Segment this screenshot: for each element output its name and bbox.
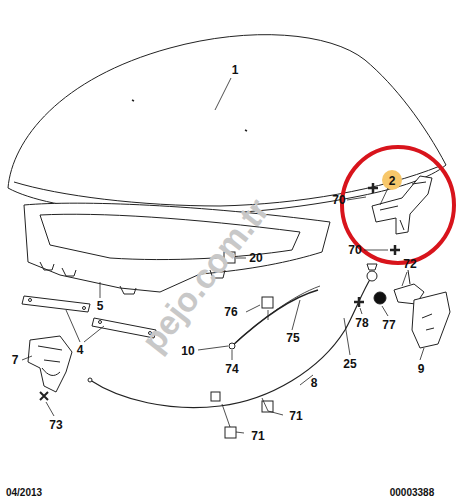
reference-number: 00003388	[390, 488, 435, 498]
screw-73	[40, 392, 48, 400]
bracket-4a	[22, 296, 90, 312]
callout-number: 72	[403, 258, 416, 270]
callout-number: 74	[225, 363, 238, 375]
callout-number: 76	[224, 306, 237, 318]
screw-70	[368, 183, 400, 255]
callout-number: 70	[332, 194, 345, 206]
grommet-77	[374, 292, 386, 304]
hood-liner	[24, 203, 330, 292]
bracket-9	[412, 292, 450, 348]
callout-number: 8	[311, 377, 318, 389]
hood-latch	[28, 336, 72, 392]
hood-hinge	[372, 176, 432, 234]
callout-number: 75	[286, 332, 299, 344]
callout-number: 78	[355, 317, 368, 329]
prop-rod	[232, 290, 318, 346]
hood	[8, 35, 446, 215]
callout-number: 25	[343, 358, 356, 370]
release-cable	[90, 276, 372, 408]
date-code: 04/2013	[6, 488, 42, 498]
highlight-ring	[342, 147, 454, 263]
callout-number: 2	[389, 175, 396, 187]
callout-number: 4	[77, 344, 84, 356]
hood-detail	[132, 100, 247, 131]
callout-number: 71	[251, 430, 264, 442]
callout-number: 20	[249, 252, 262, 264]
callout-number: 71	[289, 410, 302, 422]
hood-edge	[14, 166, 440, 206]
callout-number: 5	[97, 300, 104, 312]
callout-number: 73	[49, 419, 62, 431]
callout-number: 9	[418, 363, 425, 375]
leader-lines	[22, 78, 424, 433]
callout-number: 10	[181, 345, 194, 357]
callout-number: 77	[382, 319, 395, 331]
callout-number: 1	[232, 64, 239, 76]
callout-number: 7	[12, 354, 19, 366]
highlight-dot	[382, 170, 402, 190]
callout-number: 70	[348, 244, 361, 256]
